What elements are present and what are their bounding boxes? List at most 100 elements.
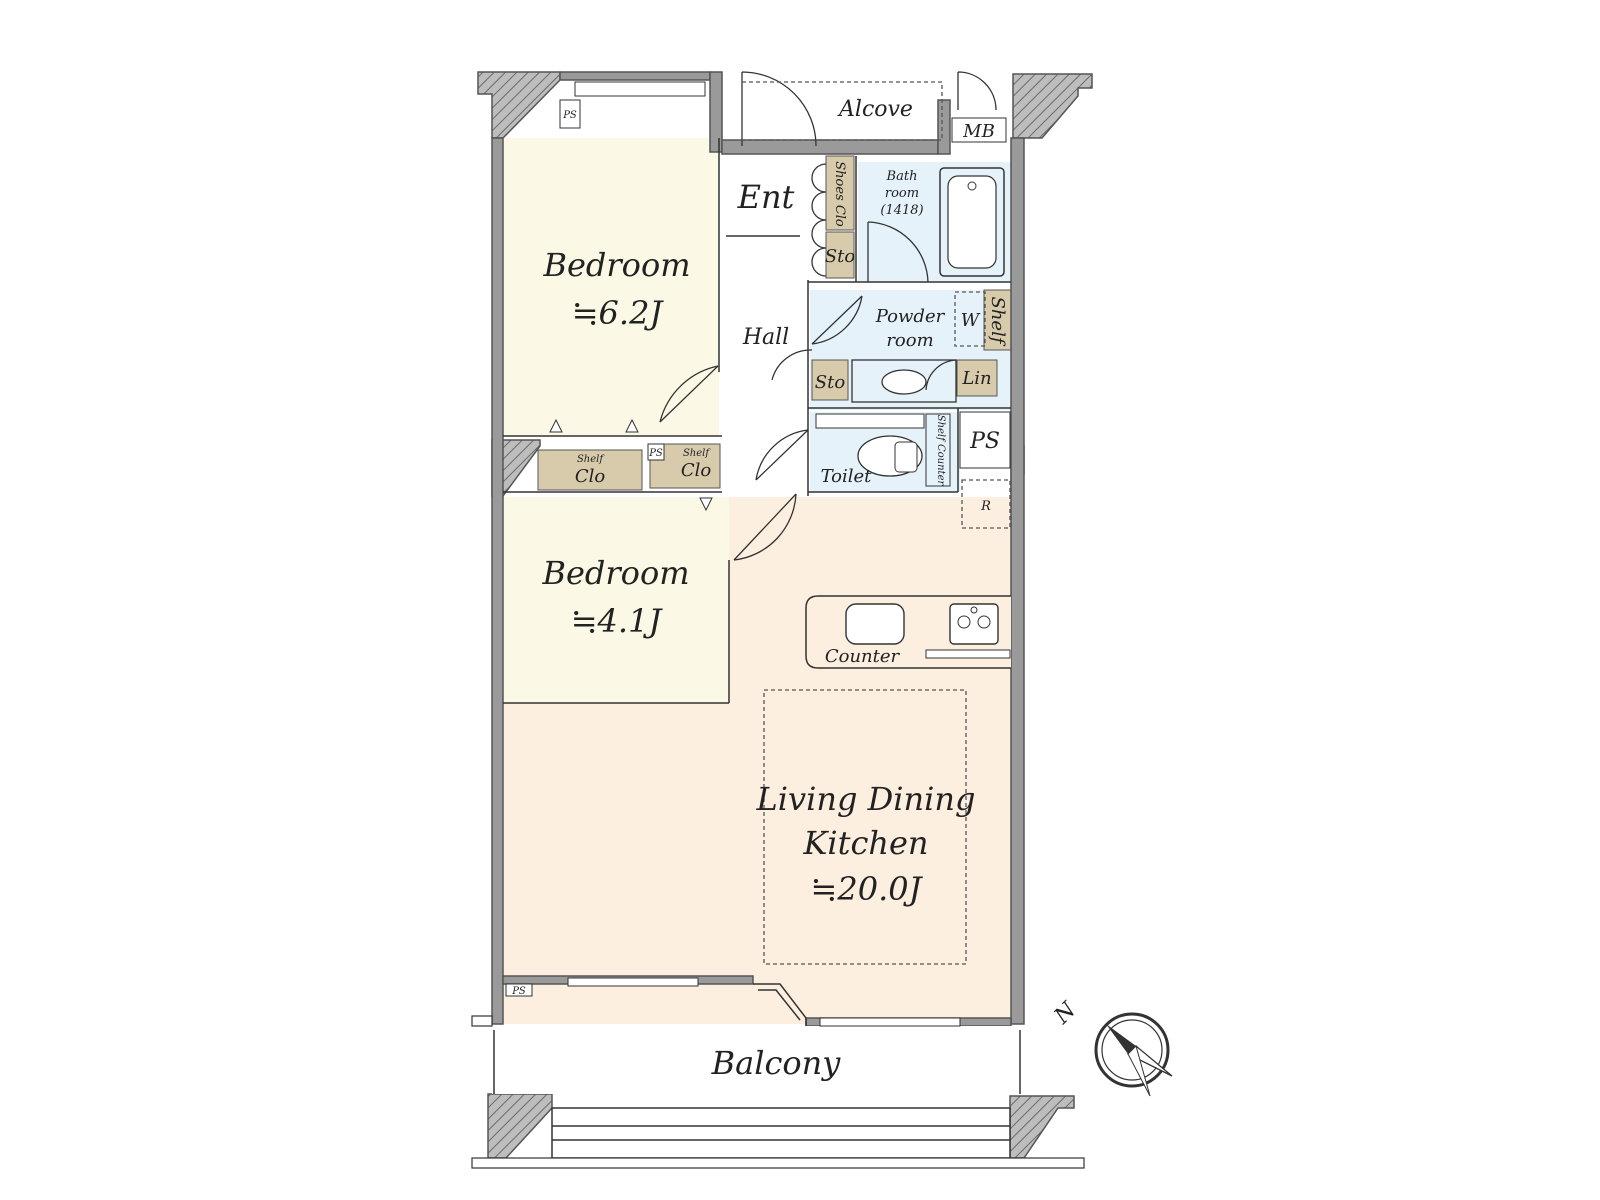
toilet-label: Toilet (821, 466, 873, 487)
door-powder (811, 295, 863, 345)
storage-entry (825, 231, 855, 279)
ps-top-label: PS (562, 110, 577, 121)
ps-bottom-label: PS (511, 986, 526, 997)
mb-box (951, 117, 1007, 143)
ps-box-top (559, 99, 581, 129)
ps-right-label: PS (969, 429, 1000, 454)
burner-icon-3 (970, 606, 978, 614)
linen-storage (956, 359, 998, 397)
door-toilet (755, 429, 809, 481)
ldk-name-line2: Kitchen (802, 824, 928, 862)
bathtub-drain (967, 181, 977, 191)
shelf-right-label: Shelf (987, 297, 1008, 347)
storage-entry-label: Sto (825, 246, 856, 267)
door-bedroom2 (733, 493, 797, 561)
wall-alcove-right (937, 99, 951, 155)
bathtub-inner (947, 175, 997, 269)
wall-top-left (477, 71, 561, 139)
window-top (574, 81, 706, 97)
compass (1094, 1012, 1173, 1097)
hall-label: Hall (742, 325, 789, 350)
ps-box-right (959, 411, 1011, 469)
balcony-railing (551, 1107, 1011, 1159)
shelf-counter (925, 413, 951, 487)
hall-floor (726, 138, 808, 496)
washer-space (954, 291, 986, 347)
bay-window-inner (758, 989, 801, 1021)
washbasin-icon (881, 369, 927, 395)
r-box (961, 479, 1011, 529)
storage-hall-label: Sto (815, 372, 846, 393)
shoes-closet (825, 155, 855, 231)
bedroom-1-area: ≒6.2J (572, 294, 665, 332)
bedroom-2-area: ≒4.1J (571, 602, 664, 640)
door-bedroom1 (659, 365, 719, 423)
wall-bottom-right (1009, 1095, 1075, 1159)
alcove-area (741, 81, 943, 141)
closet-1-marker-a (549, 418, 563, 433)
storage-hall (811, 359, 849, 401)
counter-label: Counter (825, 646, 901, 667)
r-label: R (980, 499, 991, 514)
wall-top-alcove (721, 139, 939, 155)
wall-top-right (1012, 73, 1093, 139)
closet-2-label: Clo (681, 460, 712, 481)
bay-window (753, 983, 807, 1026)
closet-1-shelf-label: Shelf (577, 454, 605, 465)
balcony-base-left (471, 1015, 493, 1027)
closet-2-shelf-label: Shelf (683, 448, 711, 459)
door-linen (925, 359, 957, 391)
door-bath (867, 221, 929, 283)
counter-edge (925, 649, 1011, 659)
ldk-name-line1: Living Dining (756, 780, 976, 818)
wall-top-hall (709, 71, 723, 153)
stove-icon (949, 603, 999, 645)
ldk-area: ≒20.0J (811, 870, 924, 908)
wall-top-bedroom (559, 71, 711, 81)
bedroom-2-name: Bedroom (541, 554, 689, 592)
linen-label: Lin (961, 368, 991, 389)
wall-left (491, 137, 504, 1025)
door-storage-hall (771, 349, 813, 381)
powder-label-2: room (886, 330, 933, 351)
balcony-label: Balcony (711, 1044, 842, 1082)
window-bottom-1 (567, 977, 699, 987)
closet-2-marker (699, 497, 713, 512)
mb-label: MB (962, 121, 995, 142)
wall-right (1010, 137, 1025, 1025)
bedroom-2-floor (503, 497, 729, 703)
entrance-label: Ent (737, 178, 795, 216)
balcony-area (492, 1026, 1024, 1094)
toilet-seat (894, 441, 918, 473)
balcony-base (471, 1157, 1085, 1169)
shelf-right (983, 289, 1013, 351)
door-entrance (741, 71, 817, 147)
ps-small-label: PS (648, 448, 663, 459)
closet-1-marker-b (625, 418, 639, 433)
window-bottom-2 (819, 1017, 961, 1027)
dining-zone (763, 689, 967, 965)
bedroom-1-floor (503, 138, 719, 436)
shelf-counter-label: Shelf Counter (935, 415, 946, 487)
toilet-tank (815, 413, 925, 429)
washer-label: W (961, 310, 981, 331)
shoes-closet-label: Shoes Clo (832, 161, 847, 227)
bath-label-2: room (885, 186, 919, 201)
compass-north-label: N (1049, 997, 1082, 1030)
ps-box-small (647, 443, 665, 461)
bath-label-1: Bath (886, 169, 918, 184)
sink-icon (845, 603, 905, 645)
bath-label-3: (1418) (880, 203, 923, 218)
shoes-closet-doors (811, 163, 827, 277)
burner-icon-1 (957, 615, 971, 629)
closet-1 (537, 449, 643, 491)
powder-label-1: Powder (875, 306, 946, 327)
ps-box-bottom (505, 983, 533, 997)
door-mb (957, 71, 997, 111)
bedroom-1-name: Bedroom (542, 246, 690, 284)
closet-1-label: Clo (575, 466, 606, 487)
burner-icon-2 (977, 615, 991, 629)
alcove-label: Alcove (837, 97, 913, 122)
wall-bottom-left (487, 1093, 553, 1159)
